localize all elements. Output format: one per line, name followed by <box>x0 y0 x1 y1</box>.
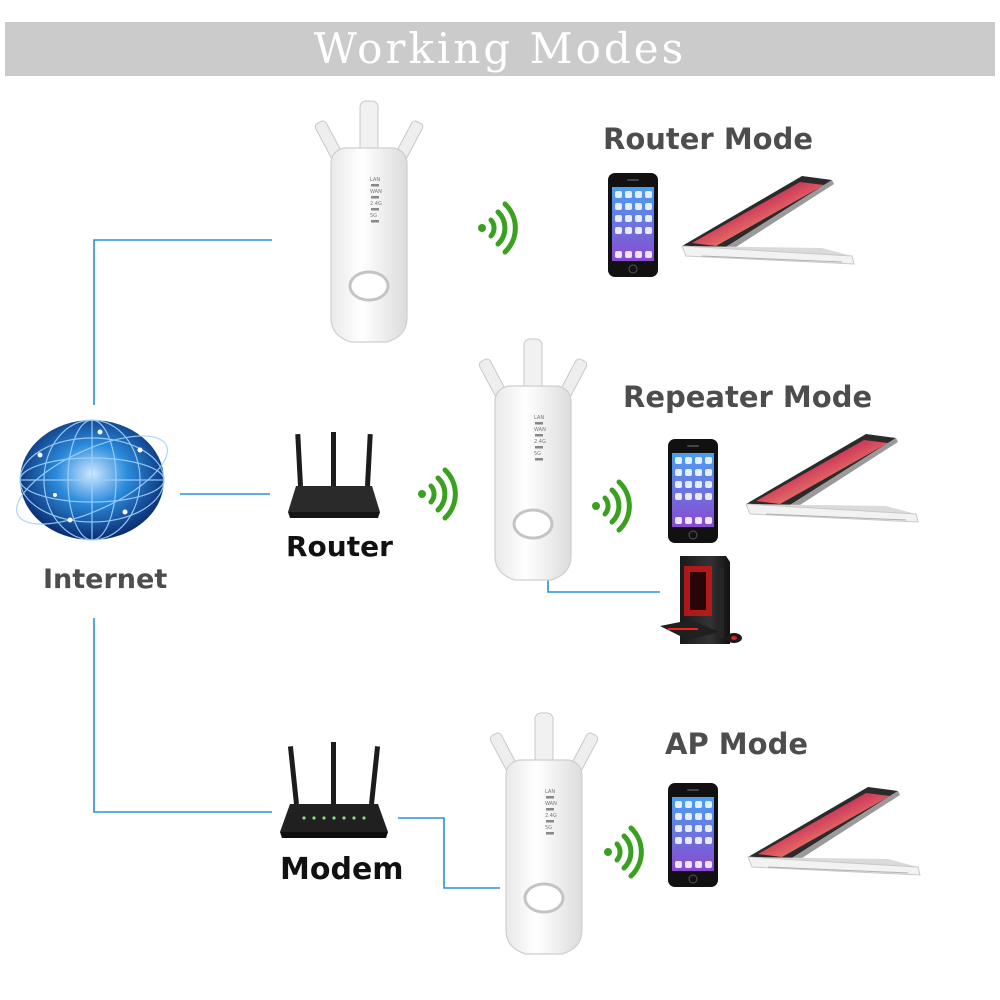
ap-mode-phone-icon <box>667 782 719 888</box>
ap-mode-label: AP Mode <box>665 727 809 761</box>
internet-label: Internet <box>43 564 168 595</box>
repeater-mode-extender-icon <box>476 337 590 582</box>
modem-label: Modem <box>280 852 404 887</box>
ap-mode-laptop-icon <box>747 786 921 876</box>
ap-mode-led-label: LAN <box>545 789 555 795</box>
repeater-mode-led-label: 2.4G <box>534 439 546 445</box>
repeater-mode-desktop-pc-icon <box>660 556 742 644</box>
router-mode-led-label: 5G <box>370 213 377 219</box>
repeater-mode-laptop-icon <box>745 433 919 523</box>
repeater-mode-wifi-icon <box>592 482 629 530</box>
ap-mode-extender-icon <box>487 711 601 956</box>
extender-to-pc-line <box>547 570 660 593</box>
page-title: Working Modes <box>313 24 687 73</box>
router-mode-extender-icon <box>312 99 426 344</box>
ap-mode-led-label: WAN <box>545 801 557 807</box>
router-mode-led-label: 2.4G <box>370 201 382 207</box>
ap-mode-led-label: 2.4G <box>545 813 557 819</box>
router-mode-laptop-icon <box>681 175 855 265</box>
router-mode-led-label: WAN <box>370 189 382 195</box>
repeater-mode-led-label: WAN <box>534 427 546 433</box>
repeater-mode-led-label: LAN <box>534 415 544 421</box>
internet-globe-icon <box>16 419 168 541</box>
ap-mode-wifi-icon <box>604 828 641 876</box>
router-label: Router <box>286 530 393 563</box>
repeater-mode-led-label: 5G <box>534 451 541 457</box>
router-mode-led-label: LAN <box>370 177 380 183</box>
repeater-mode-incoming-wifi-icon <box>418 470 455 518</box>
internet-to-modem-line <box>93 618 272 813</box>
title-banner: Working Modes <box>5 22 995 76</box>
repeater-mode-phone-icon <box>667 438 719 544</box>
repeater-mode-label: Repeater Mode <box>623 380 873 414</box>
modem-device-icon <box>280 742 388 838</box>
router-device-icon <box>288 432 380 518</box>
router-mode-wifi-icon <box>478 204 515 252</box>
router-mode-label: Router Mode <box>603 122 814 156</box>
internet-to-router-mode-line <box>93 239 272 405</box>
ap-mode-led-label: 5G <box>545 825 552 831</box>
modem-to-extender-line <box>398 817 500 889</box>
router-mode-phone-icon <box>607 172 659 278</box>
